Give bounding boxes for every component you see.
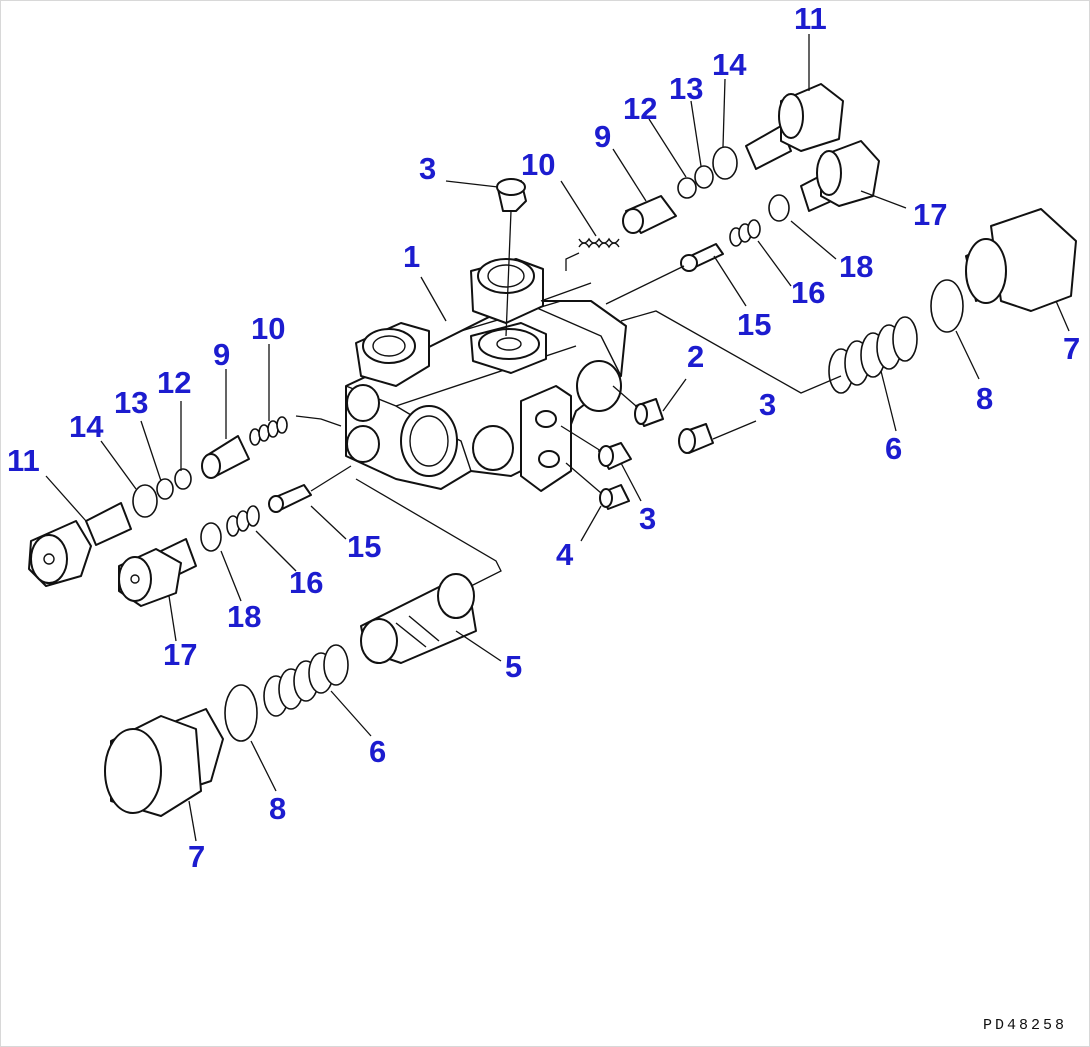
callout-3-lower: 3 xyxy=(639,501,657,536)
callout-6-left: 6 xyxy=(369,734,387,769)
plug-3-lower xyxy=(598,442,632,470)
callout-17-right: 17 xyxy=(913,197,948,232)
drawing-code: PD48258 xyxy=(982,1017,1067,1034)
ring-8-left xyxy=(224,684,258,742)
callout-6-right: 6 xyxy=(885,431,903,466)
plug-2 xyxy=(634,398,664,427)
callout-12-left: 12 xyxy=(157,365,192,400)
callout-16-right: 16 xyxy=(791,275,826,310)
relief-valve-top xyxy=(745,83,844,170)
callout-7-right: 7 xyxy=(1063,331,1081,366)
callout-10-left: 10 xyxy=(251,311,286,346)
callout-5: 5 xyxy=(505,649,523,684)
ring-13-top xyxy=(694,165,714,189)
callout-14-top: 14 xyxy=(712,47,747,82)
callout-15-right: 15 xyxy=(737,307,772,342)
callout-13-top: 13 xyxy=(669,71,704,106)
ring-12-top xyxy=(677,177,697,199)
callout-9-top: 9 xyxy=(594,119,612,154)
relief-valve-left xyxy=(28,502,132,587)
leader-lines xyxy=(45,34,1070,842)
spring-16-left xyxy=(226,505,260,537)
callout-9-left: 9 xyxy=(213,337,231,372)
callout-7-left: 7 xyxy=(188,839,206,874)
plug-3-right xyxy=(678,423,714,454)
ring-12-left xyxy=(174,468,192,490)
ring-13-left xyxy=(156,478,174,500)
spring-10-left xyxy=(249,416,288,446)
ring-14-left xyxy=(132,484,158,518)
cap-7-right xyxy=(965,208,1077,312)
ring-18-top xyxy=(768,194,790,222)
callout-11-top: 11 xyxy=(794,1,827,36)
callout-10-top: 10 xyxy=(521,147,556,182)
callout-16-left: 16 xyxy=(289,565,324,600)
callout-11-left: 11 xyxy=(7,443,40,478)
callout-17-left: 17 xyxy=(163,637,198,672)
spring-6-right xyxy=(828,316,918,394)
callout-18-left: 18 xyxy=(227,599,262,634)
cap-7-left xyxy=(104,708,224,817)
callout-15-left: 15 xyxy=(347,529,382,564)
callout-2: 2 xyxy=(687,339,705,374)
poppet-15-left xyxy=(268,484,312,513)
callout-8-left: 8 xyxy=(269,791,287,826)
spring-top xyxy=(578,237,620,249)
callout-1: 1 xyxy=(403,239,421,274)
plug-17-left xyxy=(118,538,197,607)
plug-17-top xyxy=(800,140,880,212)
callout-12-top: 12 xyxy=(623,91,658,126)
callout-4: 4 xyxy=(556,537,574,572)
callout-3-top: 3 xyxy=(419,151,437,186)
ring-18-left xyxy=(200,522,222,552)
poppet-15-top xyxy=(605,243,724,305)
spring-6-left xyxy=(263,644,349,717)
ring-8-right xyxy=(930,279,964,333)
plug-top xyxy=(496,178,527,337)
ring-14-top xyxy=(712,146,738,180)
spool-5 xyxy=(360,573,477,664)
callout-13-left: 13 xyxy=(114,385,149,420)
callout-3-right: 3 xyxy=(759,387,777,422)
callout-18-right: 18 xyxy=(839,249,874,284)
spring-16-top xyxy=(729,219,761,247)
poppet-top xyxy=(622,195,677,234)
valve-body xyxy=(345,258,627,492)
callout-8-right: 8 xyxy=(976,381,994,416)
poppet-9-left xyxy=(201,435,250,479)
plug-4 xyxy=(599,484,630,510)
callout-14-left: 14 xyxy=(69,409,104,444)
